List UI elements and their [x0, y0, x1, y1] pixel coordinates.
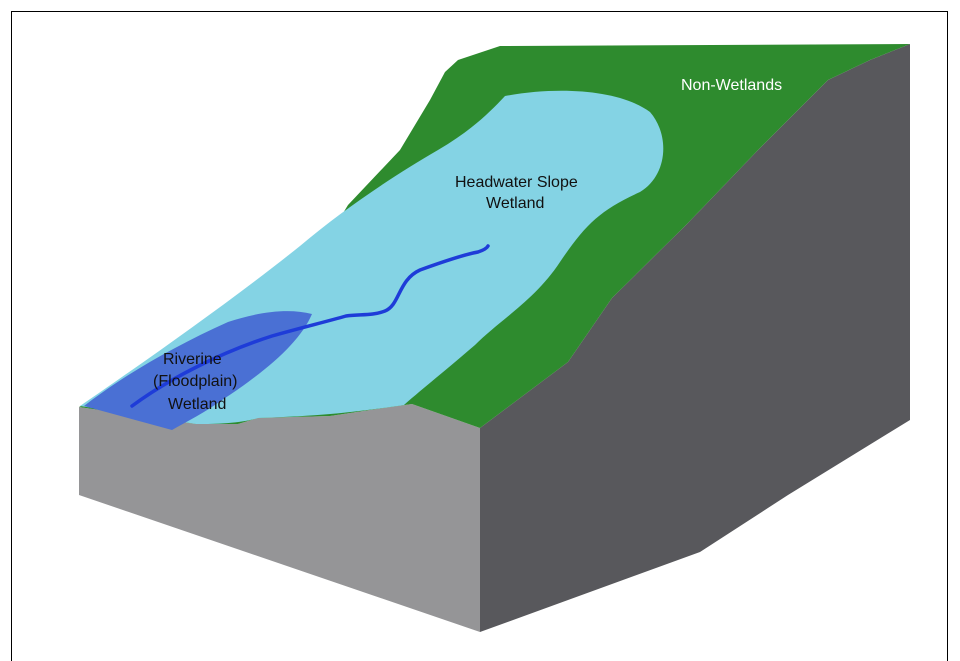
- stream-channel: [130, 244, 490, 408]
- side-face: [480, 44, 910, 632]
- label-non-wetlands: Non-Wetlands: [681, 77, 782, 94]
- label-headwater-line1: Headwater Slope: [455, 174, 578, 191]
- label-riverine-line3: Wetland: [168, 396, 226, 413]
- front-face: [79, 404, 480, 632]
- label-riverine-line2: (Floodplain): [153, 373, 237, 390]
- label-riverine-line1: Riverine: [163, 351, 222, 368]
- label-headwater-line2: Wetland: [486, 195, 544, 212]
